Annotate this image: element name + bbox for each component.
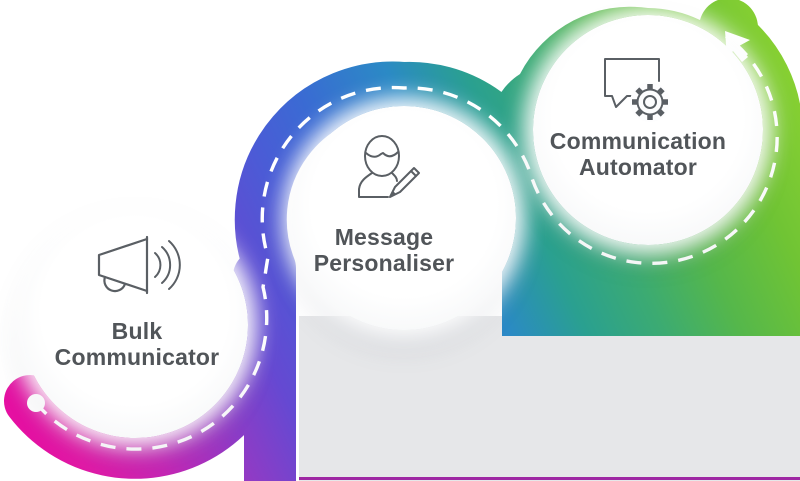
node-label-line1: Communication — [549, 128, 727, 154]
bottom-divider-line — [299, 477, 800, 480]
ribbon-main-segment — [234, 8, 800, 481]
chat-gear-icon — [604, 58, 670, 122]
node-label: Communication Automator — [508, 128, 768, 180]
arrow-cursor-icon — [725, 31, 750, 62]
node-label-line2: Communicator — [54, 344, 220, 370]
start-dot — [27, 394, 45, 412]
node-label-line2: Personaliser — [313, 250, 455, 276]
node-message-personaliser: Message Personaliser — [292, 106, 516, 330]
node-communication-automator: Communication Automator — [533, 15, 763, 245]
megaphone-icon — [97, 235, 181, 295]
node-label: Bulk Communicator — [7, 318, 267, 370]
node-label-line1: Bulk — [111, 318, 163, 344]
node-label-line1: Message — [334, 224, 434, 250]
background-panel — [299, 316, 800, 481]
user-edit-icon — [358, 135, 420, 198]
node-label-line2: Automator — [578, 154, 698, 180]
node-label: Message Personaliser — [254, 224, 514, 276]
ribbon-dashed-line — [34, 34, 779, 451]
node-bulk-communicator: Bulk Communicator — [22, 212, 248, 438]
